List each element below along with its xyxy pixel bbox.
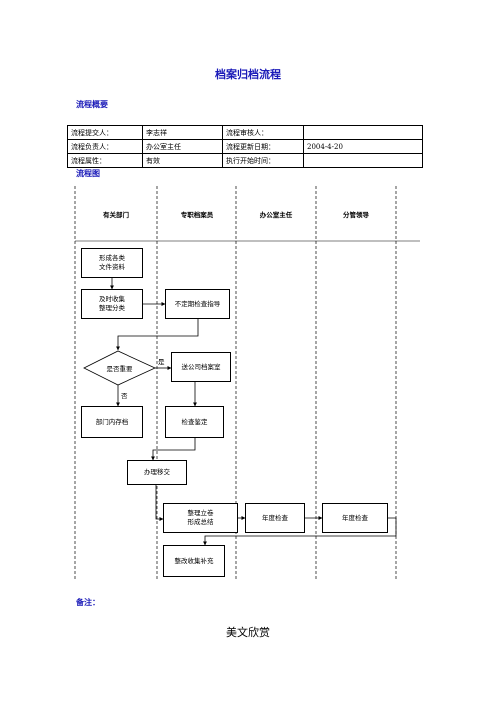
lane-header: 办公室主任 xyxy=(259,211,293,219)
node-annual-check-office: 年度检查 xyxy=(245,503,305,533)
node-annual-check-leader: 年度检查 xyxy=(322,503,388,533)
node-rectify: 整改收集补充 xyxy=(163,545,225,577)
node-important: 是否重要 xyxy=(106,365,133,373)
info-table: 流程提交人： 李志祥 流程审核人： 流程负责人： 办公室主任 流程更新日期： 2… xyxy=(67,125,423,168)
node-collect: 及时收集 整理分类 xyxy=(81,289,143,319)
node-form-docs: 形成各类 文件资料 xyxy=(81,248,143,278)
decision-diamond xyxy=(83,350,156,386)
decision-yes-label: 是 xyxy=(158,358,165,366)
footer-text: 美文欣赏 xyxy=(226,626,270,639)
remarks-label: 备注： xyxy=(76,598,100,607)
page-title: 档案归档流程 xyxy=(215,68,281,81)
node-organize: 整理立卷 形成总结 xyxy=(163,503,238,533)
table-row: 流程属性： 有效 执行开始时间： xyxy=(67,153,423,168)
node-dept-store: 部门内存档 xyxy=(81,406,143,438)
decision-no-label: 否 xyxy=(121,392,128,400)
node-send-archive: 送公司档案室 xyxy=(171,352,231,382)
lane-header: 分管领导 xyxy=(343,211,369,219)
diagram-heading: 流程图 xyxy=(76,169,100,178)
lane-dividers xyxy=(74,186,397,580)
table-cell xyxy=(303,153,423,168)
node-transfer: 办理移交 xyxy=(127,460,187,485)
lane-header: 专职档案员 xyxy=(180,211,214,219)
table-row: 流程负责人： 办公室主任 流程更新日期： 2004-4-20 xyxy=(67,139,423,154)
node-inspect-guide: 不定期检查指导 xyxy=(165,289,230,319)
node-check-approve: 检查鉴定 xyxy=(165,406,224,438)
lane-header: 有关部门 xyxy=(103,211,129,219)
overview-heading: 流程概要 xyxy=(76,100,108,109)
